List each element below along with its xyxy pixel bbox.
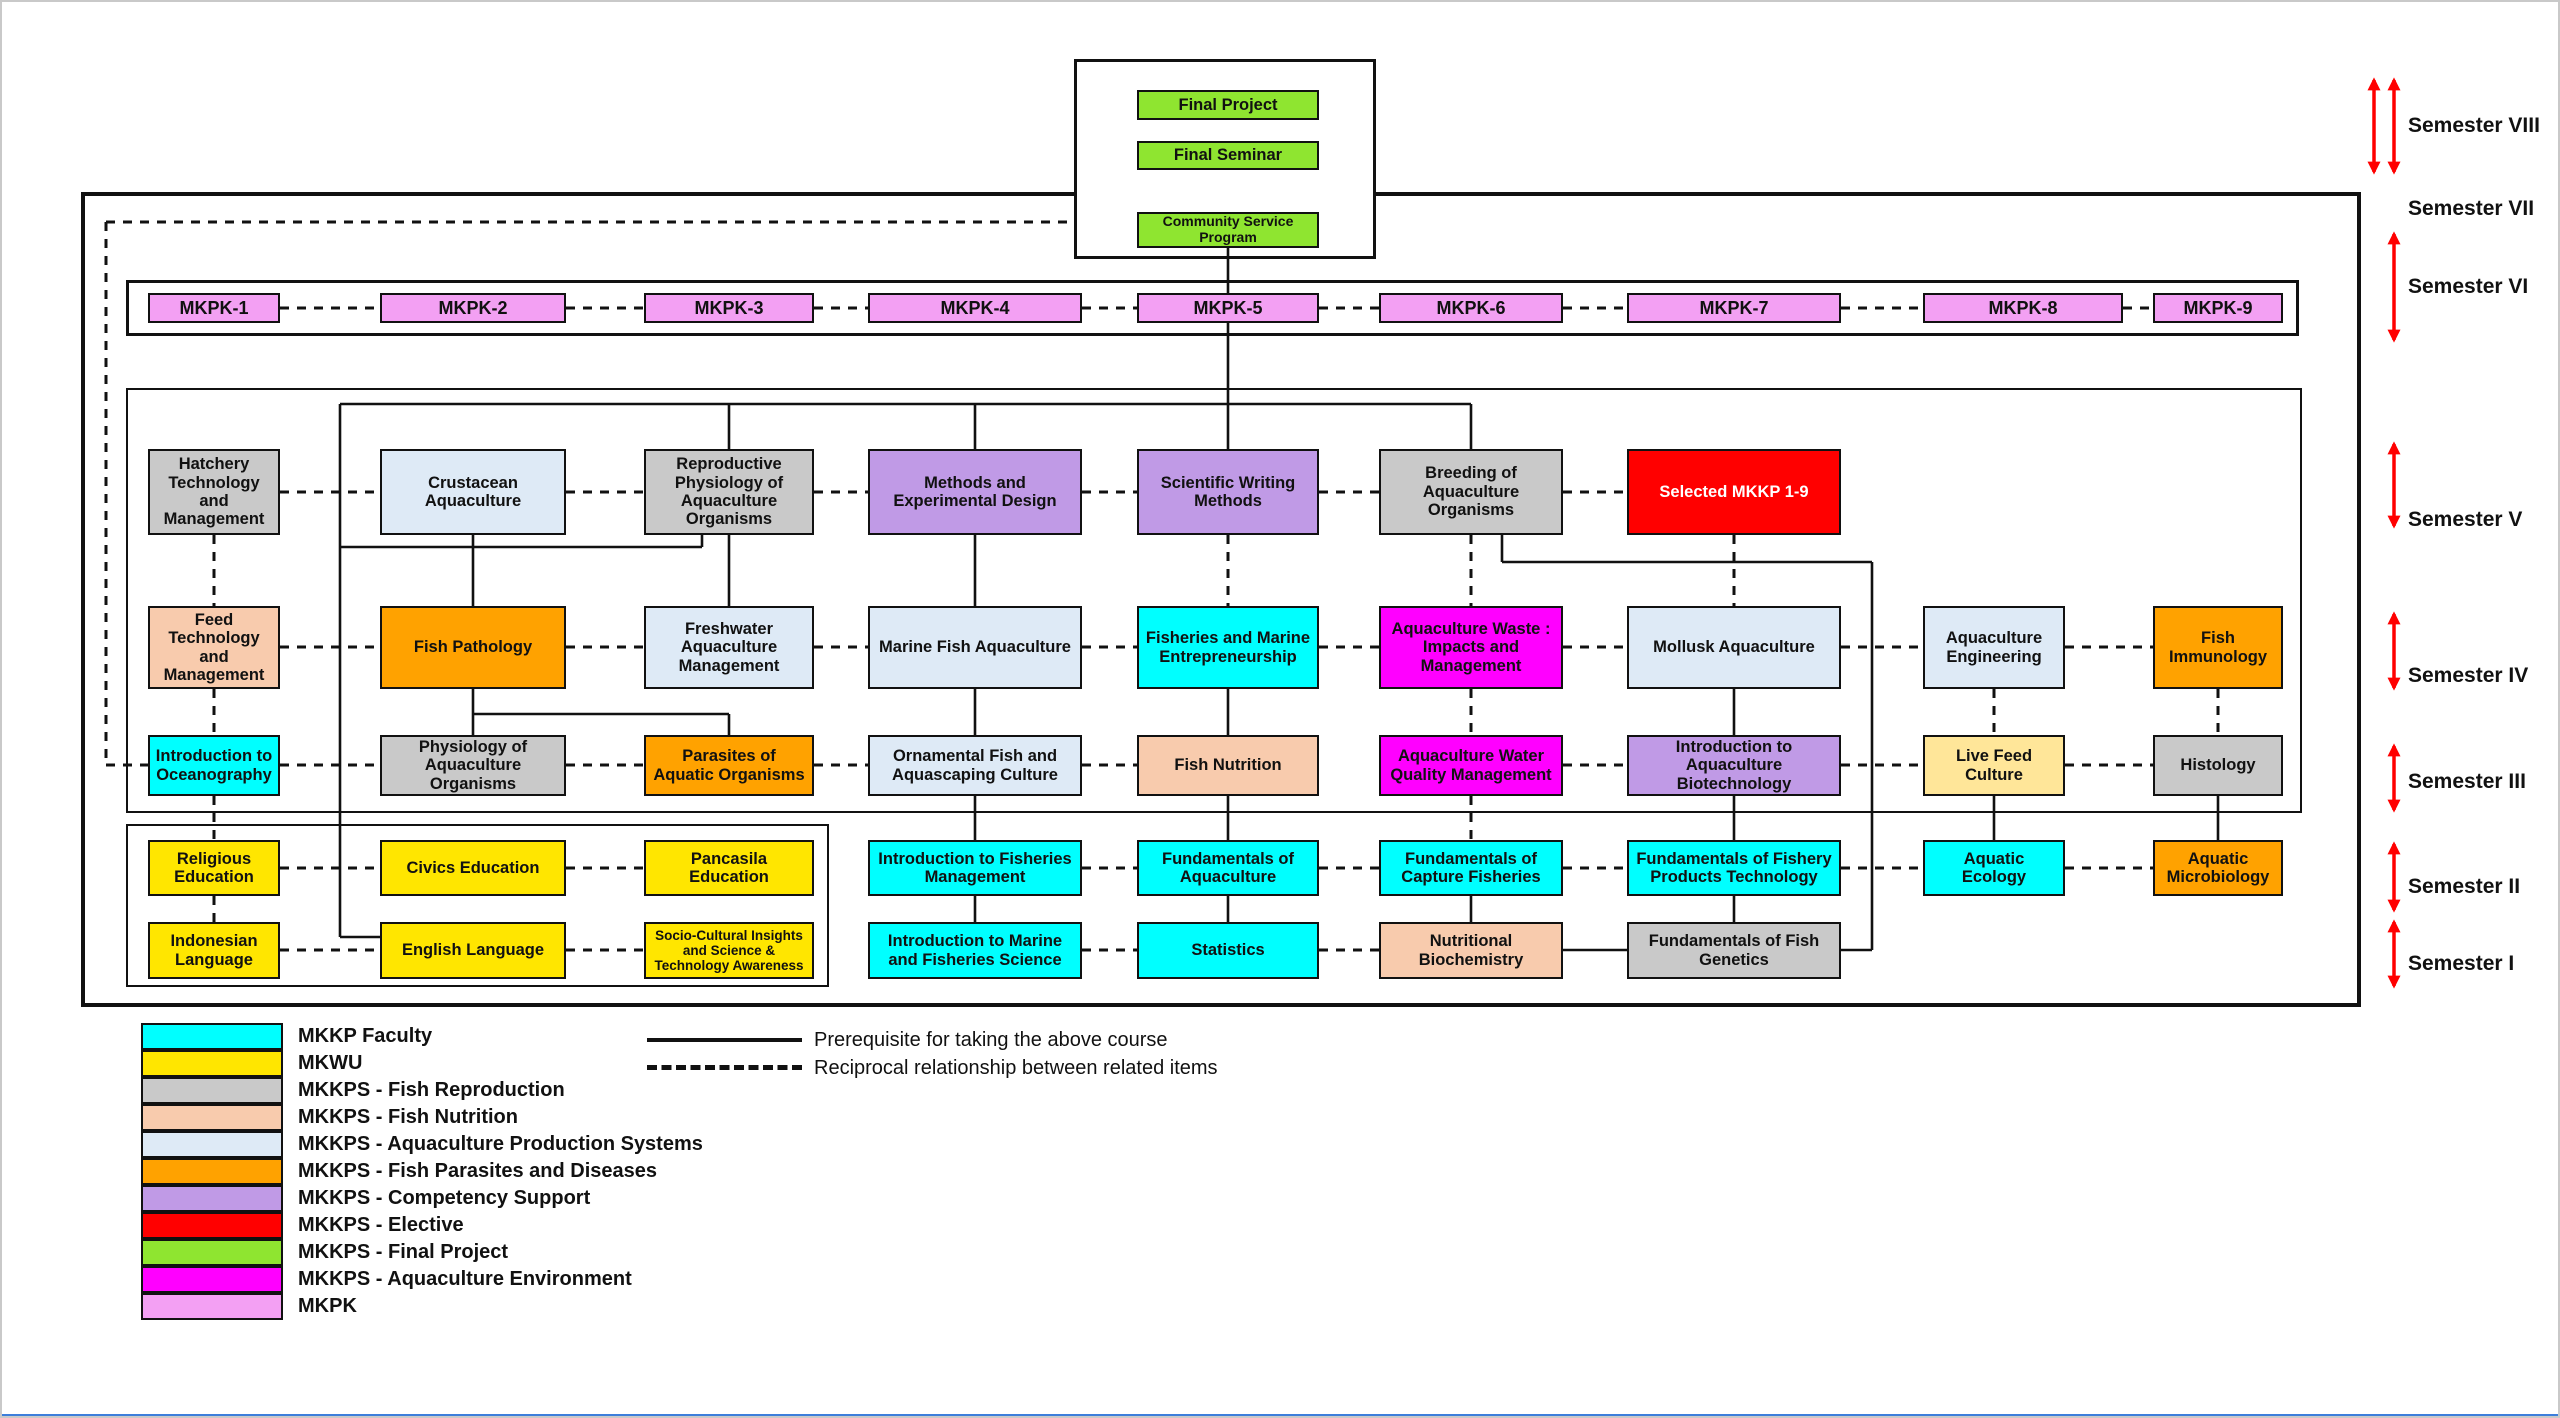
legend-swatch-aquaculture-production [141,1131,283,1158]
mkpk-4: MKPK-4 [868,293,1082,323]
course-fish-pathology: Fish Pathology [380,606,566,689]
course-introduction-fisheries-management: Introduction to Fisheries Management [868,840,1082,896]
course-selected-mkkp: Selected MKKP 1-9 [1627,449,1841,535]
semester-vii-label: Semester VII [2408,197,2535,220]
mkpk-7: MKPK-7 [1627,293,1841,323]
course-parasites-aquatic-organisms: Parasites of Aquatic Organisms [644,735,814,796]
course-fundamentals-aquaculture: Fundamentals of Aquaculture [1137,840,1319,896]
course-nutritional-biochemistry: Nutritional Biochemistry [1379,922,1563,979]
course-fundamentals-fishery-products-technology: Fundamentals of Fishery Products Technol… [1627,840,1841,896]
course-socio-cultural-insights: Socio-Cultural Insights and Science & Te… [644,922,814,979]
solid-line-sample [647,1038,802,1042]
legend-swatch-fish-reproduction [141,1077,283,1104]
dashed-line-label: Reciprocal relationship between related … [814,1057,1218,1079]
course-pancasila-education: Pancasila Education [644,840,814,896]
course-religious-education: Religious Education [148,840,280,896]
semester-i-label: Semester I [2408,952,2515,975]
mkpk-1: MKPK-1 [148,293,280,323]
legend-swatch-fish-nutrition [141,1104,283,1131]
course-mollusk-aquaculture: Mollusk Aquaculture [1627,606,1841,689]
mkpk-9: MKPK-9 [2153,293,2283,323]
course-reproductive-physiology: Reproductive Physiology of Aquaculture O… [644,449,814,535]
course-aquaculture-water-quality: Aquaculture Water Quality Management [1379,735,1563,796]
course-statistics: Statistics [1137,922,1319,979]
course-methods-experimental-design: Methods and Experimental Design [868,449,1082,535]
semester-vi-label: Semester VI [2408,275,2529,298]
legend-swatch-elective [141,1212,283,1239]
course-scientific-writing-methods: Scientific Writing Methods [1137,449,1319,535]
course-civics-education: Civics Education [380,840,566,896]
legend-label-fish-parasites: MKKPS - Fish Parasites and Diseases [298,1160,658,1182]
course-aquatic-microbiology: Aquatic Microbiology [2153,840,2283,896]
legend-swatch-final-project [141,1239,283,1266]
legend-label-aquaculture-environment: MKKPS - Aquaculture Environment [298,1268,632,1290]
course-histology: Histology [2153,735,2283,796]
mkpk-8: MKPK-8 [1923,293,2123,323]
legend-label-fish-nutrition: MKKPS - Fish Nutrition [298,1106,518,1128]
semester-iii-label: Semester III [2408,770,2526,793]
course-final-project: Final Project [1137,90,1319,120]
course-crustacean-aquaculture: Crustacean Aquaculture [380,449,566,535]
legend-swatch-mkwu [141,1050,283,1077]
course-live-feed-culture: Live Feed Culture [1923,735,2065,796]
course-fundamentals-capture-fisheries: Fundamentals of Capture Fisheries [1379,840,1563,896]
course-fisheries-marine-entrepreneurship: Fisheries and Marine Entrepreneurship [1137,606,1319,689]
legend-swatch-competency-support [141,1185,283,1212]
mkpk-5: MKPK-5 [1137,293,1319,323]
course-freshwater-aquaculture-management: Freshwater Aquaculture Management [644,606,814,689]
legend-label-fish-reproduction: MKKPS - Fish Reproduction [298,1079,565,1101]
dashed-line-sample [647,1065,802,1070]
course-breeding-aquaculture-organisms: Breeding of Aquaculture Organisms [1379,449,1563,535]
legend-label-aquaculture-production: MKKPS - Aquaculture Production Systems [298,1133,703,1155]
legend-swatch-mkpk [141,1293,283,1320]
course-english-language: English Language [380,922,566,979]
bottom-edge-line [2,1414,2558,1416]
course-ornamental-fish-aquascaping: Ornamental Fish and Aquascaping Culture [868,735,1082,796]
course-final-seminar: Final Seminar [1137,141,1319,170]
course-fish-immunology: Fish Immunology [2153,606,2283,689]
course-aquatic-ecology: Aquatic Ecology [1923,840,2065,896]
semester-v-label: Semester V [2408,508,2523,531]
course-marine-fish-aquaculture: Marine Fish Aquaculture [868,606,1082,689]
legend-swatch-mkkp-faculty [141,1023,283,1050]
legend-label-mkpk: MKPK [298,1295,357,1317]
course-indonesian-language: Indonesian Language [148,922,280,979]
legend-label-competency-support: MKKPS - Competency Support [298,1187,591,1209]
legend-swatch-aquaculture-environment [141,1266,283,1293]
course-aquaculture-engineering: Aquaculture Engineering [1923,606,2065,689]
legend-label-elective: MKKPS - Elective [298,1214,464,1236]
solid-line-label: Prerequisite for taking the above course [814,1029,1168,1051]
course-physiology-aquaculture-organisms: Physiology of Aquaculture Organisms [380,735,566,796]
course-introduction-marine-fisheries-science: Introduction to Marine and Fisheries Sci… [868,922,1082,979]
course-aquaculture-waste: Aquaculture Waste : Impacts and Manageme… [1379,606,1563,689]
legend-label-mkkp-faculty: MKKP Faculty [298,1025,433,1047]
mkpk-2: MKPK-2 [380,293,566,323]
course-fish-nutrition: Fish Nutrition [1137,735,1319,796]
legend-swatch-fish-parasites [141,1158,283,1185]
semester-iv-label: Semester IV [2408,664,2529,687]
course-feed-technology: Feed Technology and Management [148,606,280,689]
mkpk-3: MKPK-3 [644,293,814,323]
semester-ii-label: Semester II [2408,875,2521,898]
semester-range-arrows [2367,77,2401,989]
course-hatchery-technology: Hatchery Technology and Management [148,449,280,535]
course-fundamentals-fish-genetics: Fundamentals of Fish Genetics [1627,922,1841,979]
course-community-service-program: Community Service Program [1137,212,1319,248]
mkpk-6: MKPK-6 [1379,293,1563,323]
course-introduction-oceanography: Introduction to Oceanography [148,735,280,796]
course-introduction-aquaculture-biotechnology: Introduction to Aquaculture Biotechnolog… [1627,735,1841,796]
legend-label-final-project: MKKPS - Final Project [298,1241,509,1263]
legend-label-mkwu: MKWU [298,1052,363,1074]
semester-viii-label: Semester VIII [2408,114,2540,137]
